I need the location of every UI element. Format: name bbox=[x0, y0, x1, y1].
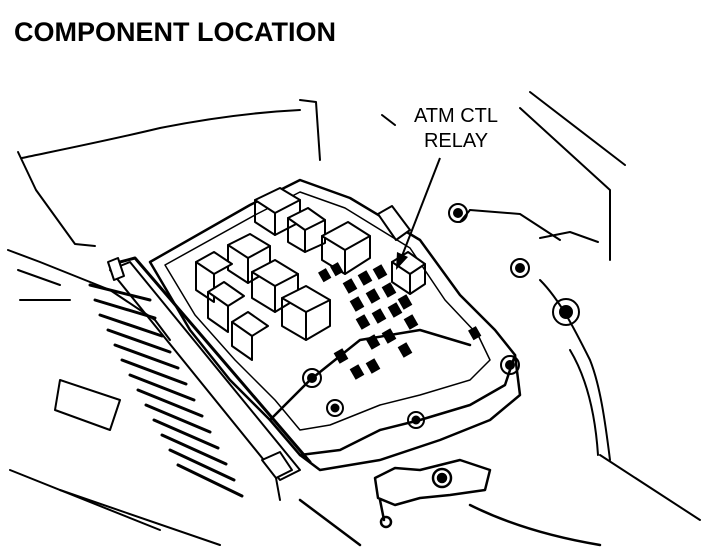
connector-clips bbox=[107, 257, 293, 501]
bolts bbox=[302, 203, 580, 429]
relay-blocks bbox=[195, 187, 371, 361]
leader-arrowhead bbox=[396, 252, 408, 270]
fuse-array bbox=[318, 262, 482, 380]
relay-box-housing bbox=[148, 178, 522, 472]
body-panel-lines bbox=[17, 91, 701, 521]
atm-ctl-relay bbox=[377, 205, 426, 295]
callout-line-2: RELAY bbox=[423, 130, 489, 152]
atm-ctl-relay-label: ATM CTL RELAY bbox=[398, 104, 514, 154]
radiator-fins bbox=[88, 256, 312, 498]
battery-terminal bbox=[298, 458, 602, 547]
callout-leader bbox=[396, 157, 441, 270]
callout-line-1: ATM CTL bbox=[413, 105, 499, 127]
diagram-title: COMPONENT LOCATION bbox=[14, 17, 336, 47]
